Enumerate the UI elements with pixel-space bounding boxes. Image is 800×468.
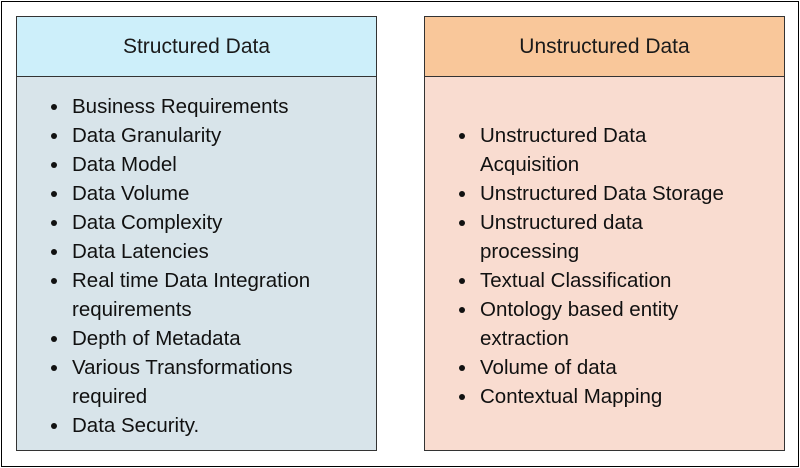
structured-data-item-text: Business Requirements — [72, 95, 289, 118]
unstructured-data-item-text: Textual Classification — [480, 269, 672, 292]
structured-data-item: Data Complexity — [51, 208, 371, 237]
unstructured-data-header: Unstructured Data — [425, 17, 784, 77]
unstructured-data-item-text: extraction — [480, 327, 569, 350]
structured-data-header: Structured Data — [17, 17, 376, 77]
unstructured-data-item: Ontology based entity extraction — [459, 295, 779, 353]
structured-data-item-text: Real time Data Integration — [72, 269, 311, 292]
structured-data-item-text: required — [72, 385, 148, 408]
bullet-icon — [51, 191, 57, 197]
unstructured-data-item: Volume of data — [459, 353, 779, 382]
bullet-icon — [51, 104, 57, 110]
unstructured-data-title: Unstructured Data — [519, 34, 690, 58]
bullet-icon — [51, 336, 57, 342]
bullet-icon — [51, 220, 57, 226]
structured-data-item-text: requirements — [72, 298, 192, 321]
structured-data-item-text: Data Security. — [72, 414, 200, 437]
bullet-icon — [51, 365, 57, 371]
structured-data-item: Real time Data Integration requirements — [51, 266, 371, 324]
structured-data-item-text: Various Transformations — [72, 356, 293, 379]
unstructured-data-item-text: Acquisition — [480, 153, 580, 176]
structured-data-item: Data Model — [51, 150, 371, 179]
unstructured-data-item: Textual Classification — [459, 266, 779, 295]
structured-data-title: Structured Data — [122, 34, 271, 58]
structured-data-item-text: Data Latencies — [72, 240, 209, 263]
bullet-icon — [459, 191, 465, 197]
unstructured-data-item-text: Ontology based entity — [480, 298, 679, 321]
unstructured-data-item-text: processing — [480, 240, 580, 263]
structured-data-item: Business Requirements — [51, 92, 371, 121]
structured-data-item: Data Latencies — [51, 237, 371, 266]
structured-data-item: Data Volume — [51, 179, 371, 208]
bullet-icon — [51, 133, 57, 139]
bullet-icon — [459, 307, 465, 313]
structured-data-item-text: Depth of Metadata — [72, 327, 241, 350]
bullet-icon — [459, 133, 465, 139]
bullet-icon — [459, 278, 465, 284]
bullet-icon — [51, 249, 57, 255]
bullet-icon — [51, 423, 57, 429]
structured-data-item: Depth of Metadata — [51, 324, 371, 353]
unstructured-data-item-text: Volume of data — [480, 356, 617, 379]
structured-data-item: Data Security. — [51, 411, 371, 440]
unstructured-data-item-text: Contextual Mapping — [480, 385, 663, 408]
unstructured-data-item-text: Unstructured data — [480, 211, 643, 234]
unstructured-data-item-text: Unstructured Data Storage — [480, 182, 724, 205]
bullet-icon — [51, 162, 57, 168]
bullet-icon — [459, 220, 465, 226]
structured-data-item: Various Transformations required — [51, 353, 371, 411]
structured-data-item-text: Data Volume — [72, 182, 190, 205]
unstructured-data-item: Unstructured Data Storage — [459, 179, 779, 208]
bullet-icon — [459, 365, 465, 371]
unstructured-data-item-text: Unstructured Data — [480, 124, 647, 147]
structured-data-item-text: Data Complexity — [72, 211, 223, 234]
structured-data-item-text: Data Model — [72, 153, 177, 176]
structured-data-item-text: Data Granularity — [72, 124, 222, 147]
bullet-icon — [51, 278, 57, 284]
unstructured-data-item: Contextual Mapping — [459, 382, 779, 411]
unstructured-data-item: Unstructured data processing — [459, 208, 779, 266]
structured-data-item: Data Granularity — [51, 121, 371, 150]
bullet-icon — [459, 394, 465, 400]
